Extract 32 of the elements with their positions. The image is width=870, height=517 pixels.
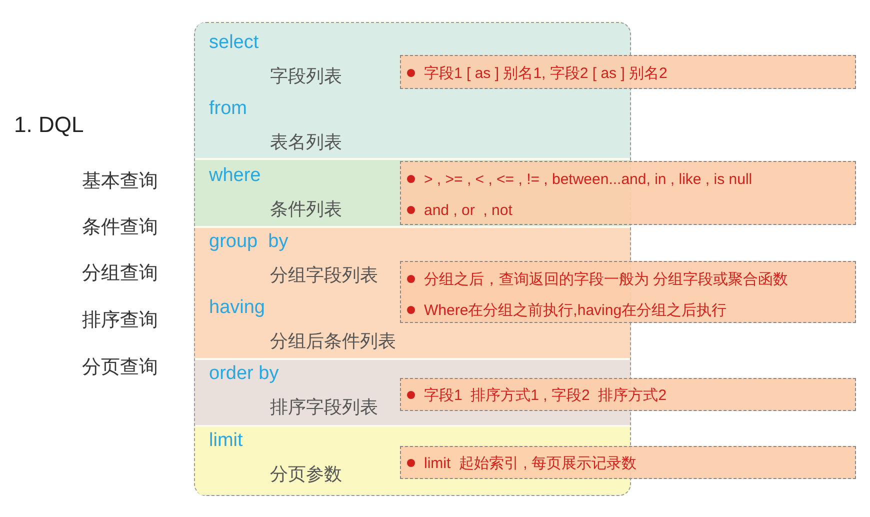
query-type-label: 分页查询 xyxy=(82,356,158,380)
sql-keyword: where xyxy=(209,164,261,188)
query-type-label: 排序查询 xyxy=(82,309,158,333)
section-heading: 1. DQL xyxy=(14,112,84,138)
bullet-note: limit 起始索引 , 每页展示记录数 xyxy=(407,451,851,475)
bullet-note: and , or , not xyxy=(407,198,851,222)
sql-keyword: from xyxy=(209,97,247,121)
note-box xyxy=(400,261,856,323)
query-type-label: 分组查询 xyxy=(82,262,158,286)
note-box xyxy=(400,378,856,411)
bullet-note: Where在分组之前执行,having在分组之后执行 xyxy=(407,298,851,322)
sql-keyword: limit xyxy=(209,429,243,453)
clause-description: 分组字段列表 xyxy=(270,264,378,287)
clause-description: 条件列表 xyxy=(270,198,342,221)
note-box xyxy=(400,161,856,225)
sql-keyword: having xyxy=(209,296,265,320)
sql-keyword: select xyxy=(209,31,259,55)
query-type-label: 基本查询 xyxy=(82,170,158,194)
bullet-note: > , >= , < , <= , != , between...and, in , like , is null xyxy=(407,167,851,191)
bullet-note: 分组之后，查询返回的字段一般为 分组字段或聚合函数 xyxy=(407,267,851,291)
clause-description: 字段列表 xyxy=(270,65,342,88)
sql-keyword: order by xyxy=(209,362,279,386)
note-box xyxy=(400,446,856,479)
clause-description: 排序字段列表 xyxy=(270,396,378,419)
query-type-label: 条件查询 xyxy=(82,216,158,240)
clause-description: 表名列表 xyxy=(270,131,342,154)
bullet-note: 字段1 [ as ] 别名1, 字段2 [ as ] 别名2 xyxy=(407,61,851,85)
clause-description: 分组后条件列表 xyxy=(270,330,396,353)
sql-keyword: group by xyxy=(209,230,288,254)
note-box xyxy=(400,55,856,89)
bullet-note: 字段1 排序方式1 , 字段2 排序方式2 xyxy=(407,383,851,407)
clause-description: 分页参数 xyxy=(270,463,342,486)
